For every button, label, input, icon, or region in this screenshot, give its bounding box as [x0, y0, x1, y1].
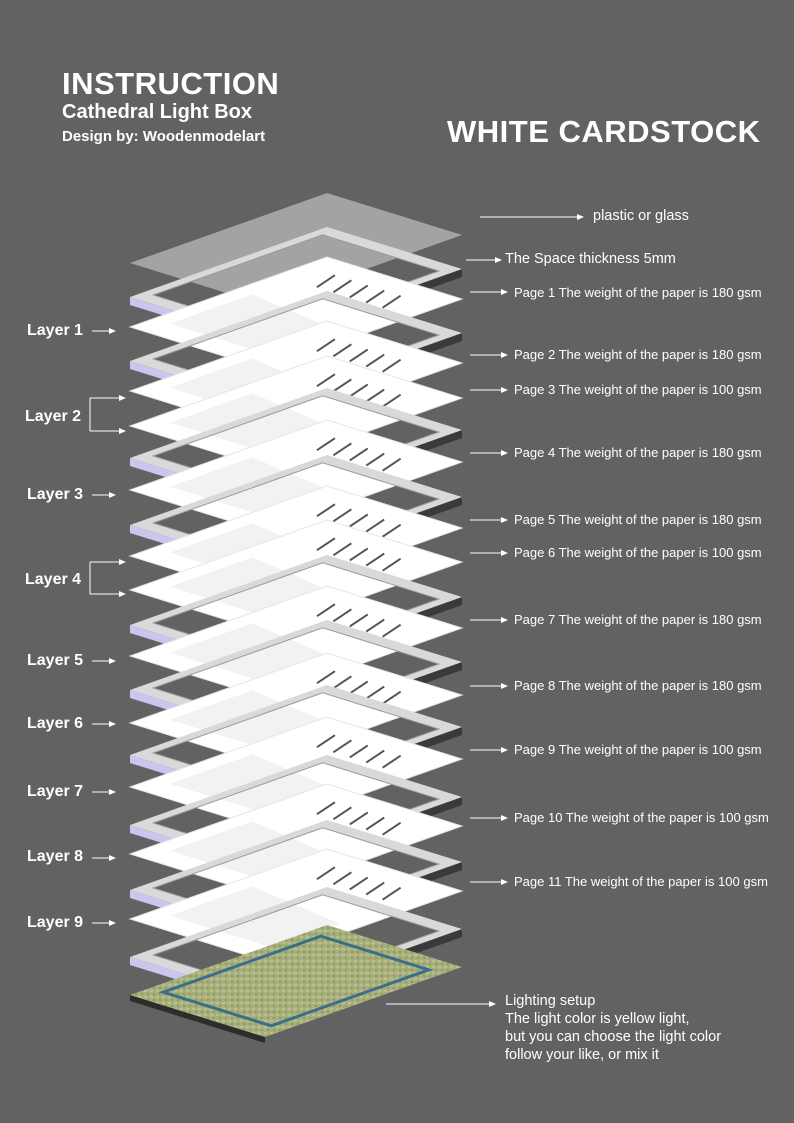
page-note-9: Page 9 The weight of the paper is 100 gs… — [514, 742, 762, 757]
page-note-4: Page 4 The weight of the paper is 180 gs… — [514, 445, 762, 460]
arrow-layer-8-head — [109, 855, 116, 861]
arrow-layer-4-top-head — [119, 559, 126, 565]
arrow-page-3-head — [501, 387, 508, 393]
page-note-8: Page 8 The weight of the paper is 180 gs… — [514, 678, 762, 693]
arrow-page-2-head — [501, 352, 508, 358]
arrow-page-4-head — [501, 450, 508, 456]
lighting-note: Lighting setup The light color is yellow… — [505, 992, 721, 1064]
arrow-lighting-head — [489, 1001, 496, 1007]
arrow-layer-6-head — [109, 721, 116, 727]
page-note-7: Page 7 The weight of the paper is 180 gs… — [514, 612, 762, 627]
arrow-page-9-head — [501, 747, 508, 753]
layer-label-1: Layer 1 — [27, 322, 83, 340]
lighting-line-1: Lighting setup — [505, 992, 721, 1010]
arrow-page-10-head — [501, 815, 508, 821]
arrow-layer-2-top-head — [119, 395, 126, 401]
layer-label-7: Layer 7 — [27, 783, 83, 801]
arrow-layer-5-head — [109, 658, 116, 664]
arrow-layer-7-head — [109, 789, 116, 795]
page-note-2: Page 2 The weight of the paper is 180 gs… — [514, 347, 762, 362]
arrow-spacer-head — [495, 257, 502, 263]
page-note-11: Page 11 The weight of the paper is 100 g… — [514, 874, 768, 889]
layer-label-2: Layer 2 — [25, 408, 81, 426]
lighting-line-2: The light color is yellow light, — [505, 1010, 721, 1028]
arrow-layer-4-bottom-head — [119, 591, 126, 597]
page-note-3: Page 3 The weight of the paper is 100 gs… — [514, 382, 762, 397]
arrow-page-6-head — [501, 550, 508, 556]
layer-label-3: Layer 3 — [27, 486, 83, 504]
page-note-6: Page 6 The weight of the paper is 100 gs… — [514, 545, 762, 560]
arrow-page-8-head — [501, 683, 508, 689]
arrow-layer-2-bracket — [90, 398, 92, 431]
layer-label-4: Layer 4 — [25, 571, 81, 589]
page-note-1: Page 1 The weight of the paper is 180 gs… — [514, 285, 762, 300]
arrow-page-7-head — [501, 617, 508, 623]
page-note-5: Page 5 The weight of the paper is 180 gs… — [514, 512, 762, 527]
cover-note: plastic or glass — [593, 208, 689, 224]
arrow-layer-4-bracket — [90, 562, 92, 594]
arrow-layer-3-head — [109, 492, 116, 498]
layer-label-8: Layer 8 — [27, 848, 83, 866]
arrow-layer-9-head — [109, 920, 116, 926]
arrow-layer-2-bottom-head — [119, 428, 126, 434]
page-note-10: Page 10 The weight of the paper is 100 g… — [514, 810, 769, 825]
layer-label-5: Layer 5 — [27, 652, 83, 670]
stack-group — [130, 193, 462, 1043]
arrow-page-1-head — [501, 289, 508, 295]
layer-label-6: Layer 6 — [27, 715, 83, 733]
spacer-note: The Space thickness 5mm — [505, 251, 676, 267]
layer-label-9: Layer 9 — [27, 914, 83, 932]
arrow-cover-head — [577, 214, 584, 220]
arrow-page-5-head — [501, 517, 508, 523]
arrow-layer-1-head — [109, 328, 116, 334]
lighting-line-4: follow your like, or mix it — [505, 1046, 721, 1064]
arrow-page-11-head — [501, 879, 508, 885]
lighting-line-3: but you can choose the light color — [505, 1028, 721, 1046]
